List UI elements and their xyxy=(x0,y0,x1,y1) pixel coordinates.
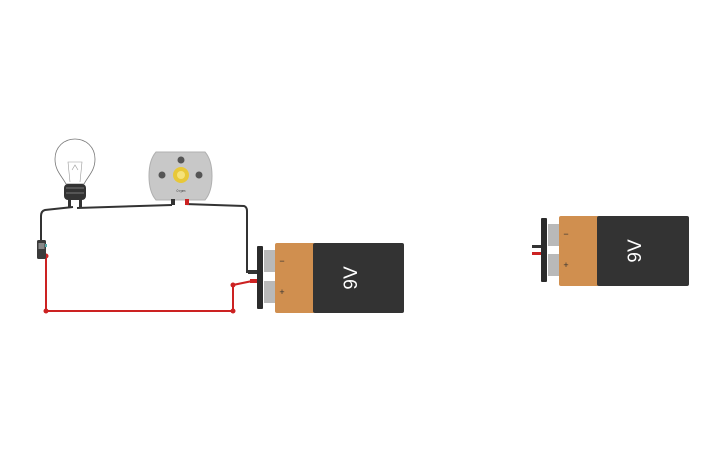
battery-snap-plate xyxy=(257,246,263,309)
motor-mount-hole xyxy=(195,171,203,179)
battery-body xyxy=(313,243,404,313)
motor-mount-hole xyxy=(177,156,185,164)
motor-terminal-negative[interactable] xyxy=(171,199,175,205)
battery-terminal-negative[interactable] xyxy=(264,250,275,272)
battery-terminal-positive[interactable] xyxy=(264,281,275,303)
wires xyxy=(40,203,258,314)
wire-joint[interactable] xyxy=(230,308,236,314)
battery-voltage-label: 9V xyxy=(625,239,646,263)
bulb-filament xyxy=(67,161,83,183)
battery-plus-label: + xyxy=(563,260,568,270)
battery-terminal-negative[interactable] xyxy=(548,224,559,246)
switch-slider[interactable] xyxy=(38,243,45,249)
motor-terminal-positive[interactable] xyxy=(185,199,189,205)
battery-band xyxy=(559,216,599,286)
battery-spare[interactable]: − + 9V xyxy=(532,216,689,286)
battery-body xyxy=(597,216,689,286)
bulb-glass xyxy=(54,138,96,185)
dc-motor[interactable]: 0 rpm xyxy=(148,151,213,205)
motor-mount-hole xyxy=(158,171,166,179)
wire-joint[interactable] xyxy=(230,282,236,288)
wire-bulb-switch[interactable] xyxy=(40,206,74,243)
wire-switch-battery-positive[interactable] xyxy=(45,256,258,312)
wire-motor-battery-negative[interactable] xyxy=(184,203,258,273)
switch-body xyxy=(37,240,46,259)
battery-connected[interactable]: − + 9V xyxy=(248,243,404,313)
battery-snap-plate xyxy=(541,218,547,282)
wire-joint[interactable] xyxy=(43,308,49,314)
battery-voltage-label: 9V xyxy=(341,266,362,290)
battery-minus-label: − xyxy=(563,229,568,239)
motor-rpm-label: 0 rpm xyxy=(177,189,186,193)
battery-plus-label: + xyxy=(279,287,284,297)
wire-bulb-motor[interactable] xyxy=(76,204,173,209)
battery-minus-label: − xyxy=(279,256,284,266)
light-bulb[interactable] xyxy=(54,138,96,208)
battery-terminal-positive[interactable] xyxy=(548,254,559,276)
battery-band xyxy=(275,243,315,313)
slide-switch[interactable] xyxy=(37,240,47,259)
